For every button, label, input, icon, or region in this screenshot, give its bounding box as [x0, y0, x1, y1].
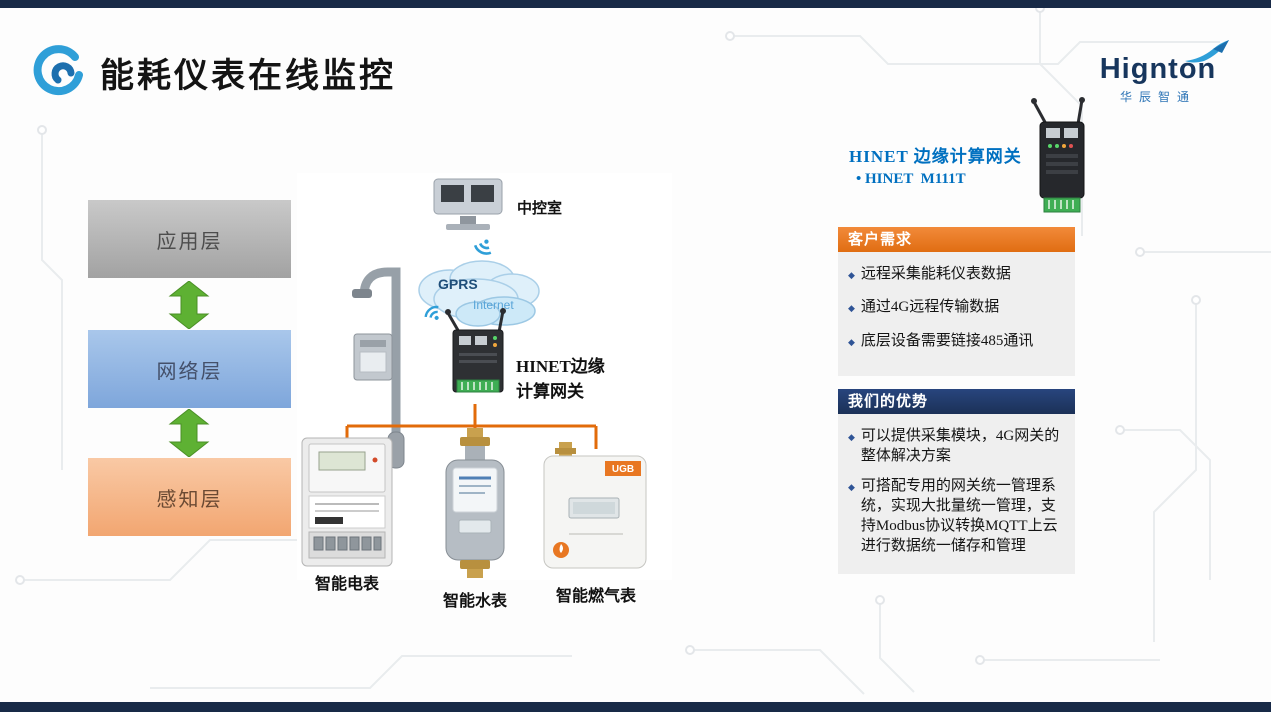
- double-arrow-icon: [168, 409, 210, 457]
- layer-box-application: 应用层: [88, 200, 291, 278]
- top-accent-bar: [0, 0, 1271, 8]
- product-model: HINET M111T: [856, 171, 966, 188]
- edge-gateway-illustration: [445, 308, 506, 393]
- requirement-item: 远程采集能耗仪表数据: [848, 264, 1069, 284]
- advantage-item: 可搭配专用的网关统一管理系统，实现大批量统一管理，支持Modbus协议转换MQT…: [848, 476, 1069, 557]
- requirement-item: 通过4G远程传输数据: [848, 297, 1069, 317]
- company-logo-icon: [33, 45, 83, 96]
- advantage-item: 可以提供采集模块，4G网关的整体解决方案: [848, 426, 1069, 467]
- double-arrow-icon: [168, 281, 210, 329]
- smart-electric-meter-illustration: [301, 437, 393, 567]
- advantage-text: 可搭配专用的网关统一管理系统，实现大批量统一管理，支持Modbus协议转换MQT…: [860, 477, 1058, 555]
- diamond-bullet-icon: [848, 426, 855, 467]
- brand-swoosh-icon: [1185, 40, 1229, 63]
- electric-meter-label: 智能电表: [314, 576, 379, 593]
- gateway-label: HINET边缘 计算网关: [516, 357, 605, 401]
- requirement-item: 底层设备需要链接485通讯: [848, 331, 1069, 351]
- wifi-icon: [473, 239, 492, 255]
- brand-logo: Hignton 华辰智通: [1083, 38, 1233, 105]
- diamond-bullet-icon: [848, 264, 855, 284]
- requirements-list: 远程采集能耗仪表数据 通过4G远程传输数据 底层设备需要链接485通讯: [838, 252, 1075, 376]
- diamond-bullet-icon: [848, 297, 855, 317]
- requirement-text: 底层设备需要链接485通讯: [860, 332, 1034, 349]
- layer-label-application: 应用层: [156, 230, 223, 253]
- requirements-header: 客户需求: [838, 227, 1075, 252]
- gprs-label: GPRS: [438, 276, 478, 292]
- layer-label-network: 网络层: [156, 360, 223, 383]
- water-meter-label: 智能水表: [442, 593, 507, 610]
- requirement-text: 远程采集能耗仪表数据: [860, 266, 1011, 282]
- brand-name: Hignton: [1099, 53, 1217, 85]
- gprs-internet-cloud-illustration: [418, 260, 540, 327]
- bottom-accent-bar: [0, 702, 1271, 712]
- control-room-device-illustration: [433, 178, 503, 230]
- gas-meter-badge: UGB: [612, 464, 634, 475]
- layer-label-perception: 感知层: [156, 488, 223, 511]
- smart-water-meter-illustration: [445, 428, 505, 578]
- diamond-bullet-icon: [848, 476, 855, 557]
- layer-box-perception: 感知层: [88, 458, 291, 536]
- advantages-list: 可以提供采集模块，4G网关的整体解决方案 可搭配专用的网关统一管理系统，实现大批…: [838, 414, 1075, 574]
- advantage-text: 可以提供采集模块，4G网关的整体解决方案: [860, 428, 1060, 465]
- gas-meter-label: 智能燃气表: [555, 588, 636, 605]
- product-title: HINET 边缘计算网关: [849, 147, 1022, 166]
- requirement-text: 通过4G远程传输数据: [860, 299, 1000, 316]
- control-room-label: 中控室: [517, 201, 563, 217]
- brand-subtitle: 华辰智通: [1119, 89, 1196, 104]
- layer-box-network: 网络层: [88, 330, 291, 408]
- advantages-header: 我们的优势: [838, 389, 1075, 414]
- diamond-bullet-icon: [848, 331, 855, 351]
- page-title: 能耗仪表在线监控: [100, 58, 396, 95]
- gateway-product-photo: [1031, 97, 1085, 213]
- wifi-icon: [424, 305, 439, 320]
- smart-gas-meter-illustration: UGB: [543, 442, 647, 569]
